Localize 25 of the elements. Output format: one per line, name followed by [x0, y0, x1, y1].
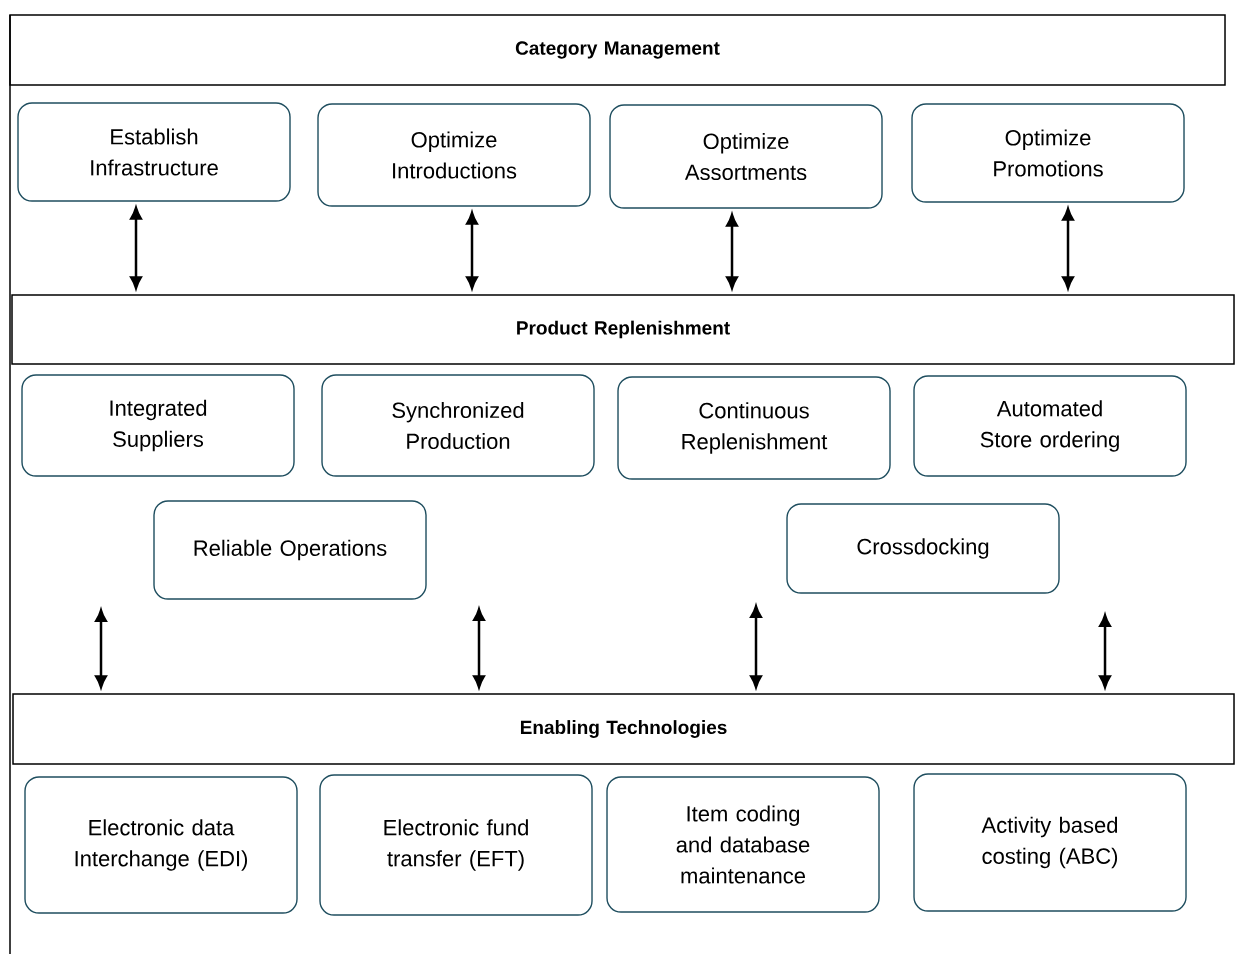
process-box: Synchronized Production — [321, 374, 595, 477]
band-header: Category Management — [9, 14, 1226, 86]
double-arrow — [95, 609, 107, 689]
process-box: Activity based costing (ABC) — [913, 773, 1187, 912]
process-box: Automated Store ordering — [913, 375, 1187, 477]
double-arrow — [130, 206, 142, 290]
process-box: Electronic data Interchange (EDI) — [24, 776, 298, 914]
double-arrow — [1062, 207, 1074, 290]
process-box: Optimize Assortments — [609, 104, 883, 209]
process-box: Optimize Promotions — [911, 103, 1185, 203]
process-box: Integrated Suppliers — [21, 374, 295, 477]
double-arrow — [726, 213, 738, 290]
double-arrow — [466, 211, 478, 290]
double-arrow — [750, 605, 762, 689]
process-box: Optimize Introductions — [317, 103, 591, 207]
process-box: Item coding and database maintenance — [606, 776, 880, 913]
double-arrow — [473, 608, 485, 689]
process-box: Electronic fund transfer (EFT) — [319, 774, 593, 916]
band-header: Enabling Technologies — [12, 693, 1235, 765]
double-arrow — [1099, 614, 1111, 689]
process-box: Reliable Operations — [153, 500, 427, 600]
process-box: Crossdocking — [786, 503, 1060, 594]
process-box: Continuous Replenishment — [617, 376, 891, 480]
process-box: Establish Infrastructure — [17, 102, 291, 202]
band-header: Product Replenishment — [11, 294, 1235, 365]
